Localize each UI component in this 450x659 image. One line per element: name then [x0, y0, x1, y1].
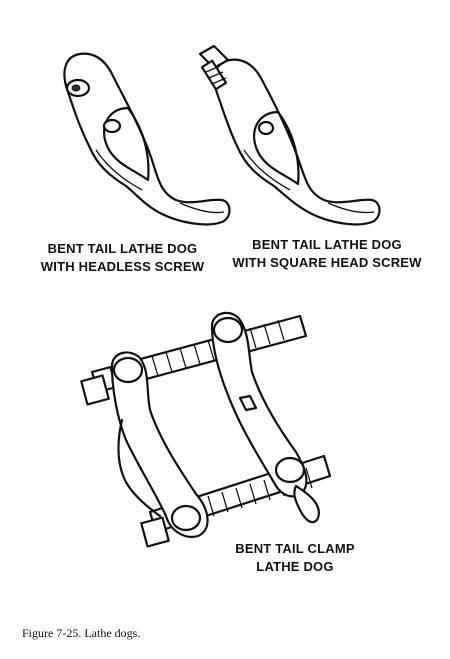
- label-clamp-lathe-dog: BENT TAIL CLAMP LATHE DOG: [210, 540, 380, 576]
- lathe-dog-square-head-screw-drawing: [198, 44, 381, 226]
- label-line: WITH HEADLESS SCREW: [40, 259, 205, 274]
- label-headless-screw-dog: BENT TAIL LATHE DOG WITH HEADLESS SCREW: [20, 240, 225, 276]
- label-line: WITH SQUARE HEAD SCREW: [232, 255, 422, 270]
- label-line: BENT TAIL LATHE DOG: [47, 241, 198, 256]
- clamp-lathe-dog-drawing: [80, 311, 332, 548]
- label-line: BENT TAIL CLAMP: [235, 541, 355, 556]
- label-line: LATHE DOG: [256, 559, 334, 574]
- label-square-head-screw-dog: BENT TAIL LATHE DOG WITH SQUARE HEAD SCR…: [222, 236, 432, 272]
- figure-caption: Figure 7-25. Lathe dogs.: [22, 626, 141, 640]
- lathe-dog-headless-screw-drawing: [63, 52, 231, 226]
- label-line: BENT TAIL LATHE DOG: [252, 237, 402, 252]
